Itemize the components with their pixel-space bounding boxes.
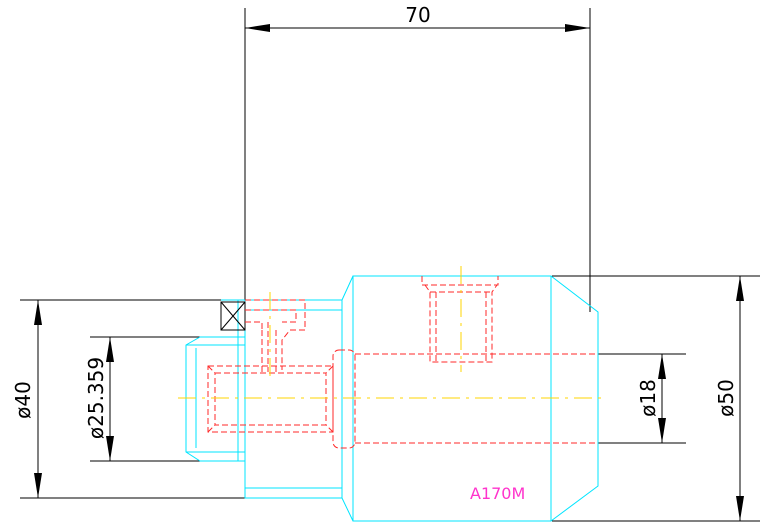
dimension-dia-50: ø50 [552, 275, 760, 522]
dimension-dia-40: ø40 [11, 299, 245, 499]
hidden-lines [207, 276, 598, 449]
part-label: A170M [470, 484, 525, 503]
dimension-length-70: 70 [244, 3, 591, 312]
dimension-dia-25-359: ø25.359 [84, 336, 245, 462]
dimension-text-dia-18: ø18 [636, 379, 660, 417]
top-left-boss [220, 301, 246, 331]
centerlines [178, 266, 605, 399]
dimension-text-dia-40: ø40 [11, 381, 35, 419]
dimension-dia-18: ø18 [598, 353, 686, 444]
dimension-text-dia-25-359: ø25.359 [84, 357, 108, 439]
dimension-text-70: 70 [405, 3, 430, 27]
dimension-text-dia-50: ø50 [714, 379, 738, 417]
